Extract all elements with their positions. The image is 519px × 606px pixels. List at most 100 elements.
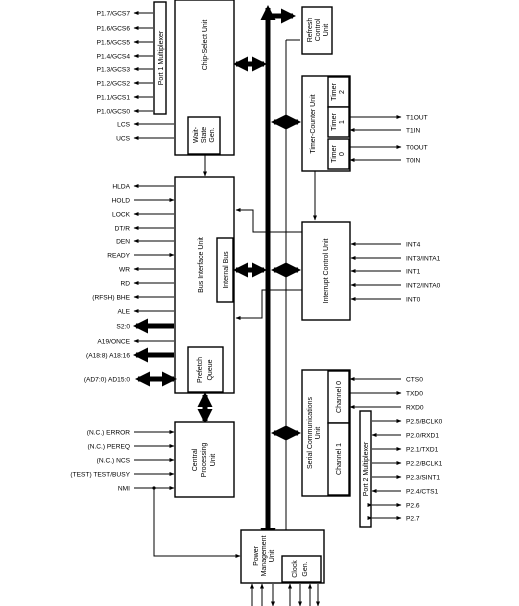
signal--rfsh-bhe: (RFSH) BHE <box>92 294 130 301</box>
port1-multiplexer: Port 1 Multiplexer <box>153 1 167 115</box>
signal-t1out: T1OUT <box>406 114 428 121</box>
signal-den: DEN <box>116 238 130 245</box>
interrupt-control-unit: Interrupt Control Unit <box>301 221 351 321</box>
signal-p2-1-txd1: P2.1/TXD1 <box>406 446 439 453</box>
signal-txd0: TXD0 <box>406 390 423 397</box>
signal-p1-5-gcs5: P1.5/GCS5 <box>97 39 131 46</box>
signal-int4: INT4 <box>406 241 421 248</box>
internal-bus-block: Internal Bus <box>216 237 234 303</box>
signal-labels: P1.7/GCS7P1.6/GCS6P1.5/GCS5P1.4/GCS4P1.3… <box>70 10 442 522</box>
serial-channel-1: Channel 1 <box>327 422 350 496</box>
signal-p2-4-cts1: P2.4/CTS1 <box>406 488 439 495</box>
port2-mux-label: Port 2 Multiplexer <box>363 441 370 496</box>
signal-t0in: T0IN <box>406 157 421 164</box>
internal-bus-label: Internal Bus <box>223 251 230 289</box>
timer0-line1: Timer <box>331 145 338 163</box>
cpu-line3: Unit <box>210 454 217 467</box>
channel0-label: Channel 0 <box>336 381 343 413</box>
signal-int1: INT1 <box>406 268 421 275</box>
port2-multiplexer: Port 2 Multiplexer <box>359 410 372 528</box>
wait-state-line3: Gen. <box>209 127 216 142</box>
signal--a18-8-a18-16: (A18:8) A18:16 <box>86 352 130 359</box>
signal--ad7-0-ad15-0: (AD7:0) AD15:0 <box>84 376 131 383</box>
refresh-control-unit: Refresh Control Unit <box>301 6 333 55</box>
signal-p2-3-sint1: P2.3/SINT1 <box>406 474 440 481</box>
timer-1: Timer 1 <box>327 106 350 138</box>
power-line2: Management <box>261 536 268 577</box>
signal-nmi: NMI <box>118 485 130 492</box>
signal-int0: INT0 <box>406 296 421 303</box>
signal-p2-7: P2.7 <box>406 515 420 522</box>
wait-state-generator: Wait- State Gen. <box>187 116 221 155</box>
signal-s2-0: S2:0 <box>116 323 130 330</box>
wait-state-line1: Wait- <box>193 126 200 143</box>
prefetch-queue: Prefetch Queue <box>187 346 224 393</box>
signal-p1-3-gcs3: P1.3/GCS3 <box>97 66 131 73</box>
signal-cts0: CTS0 <box>406 376 423 383</box>
serial-channel-0: Channel 0 <box>327 370 350 424</box>
bus-interface-label: Bus Interface Unit <box>198 237 205 293</box>
central-processing-unit: Central Processing Unit <box>174 421 235 498</box>
refresh-line3: Unit <box>323 24 330 37</box>
timer2-line1: Timer <box>331 83 338 101</box>
signal-p1-1-gcs1: P1.1/GCS1 <box>97 94 131 101</box>
channel1-label: Channel 1 <box>336 443 343 475</box>
timer1-line2: 1 <box>339 120 346 124</box>
signal-hlda: HLDA <box>112 183 130 190</box>
signal-int3-inta1: INT3/INTA1 <box>406 255 441 262</box>
internal-main-bus <box>260 4 300 543</box>
signal-wr: WR <box>119 266 130 273</box>
signal-ready: READY <box>107 252 130 259</box>
cpu-line1: Central <box>192 448 199 471</box>
signal-t0out: T0OUT <box>406 144 428 151</box>
signal-lcs: LCS <box>117 121 130 128</box>
signal--n-c-pereq: (N.C.) PEREQ <box>88 443 131 450</box>
signal--n-c-error: (N.C.) ERROR <box>87 429 130 436</box>
prefetch-line2: Queue <box>207 359 214 380</box>
port1-mux-label: Port 1 Multiplexer <box>158 30 165 85</box>
power-line1: Power <box>253 545 260 566</box>
interrupt-label: Interrupt Control Unit <box>323 238 330 303</box>
clock-line2: Gen. <box>302 561 309 576</box>
timer0-line2: 0 <box>339 152 346 156</box>
signal-p2-2-bclk1: P2.2/BCLK1 <box>406 460 443 467</box>
clock-generator: Clock Gen. <box>281 555 322 583</box>
signal-hold: HOLD <box>112 197 131 204</box>
signal-rd: RD <box>120 280 130 287</box>
signal-p1-2-gcs2: P1.2/GCS2 <box>97 80 131 87</box>
signal-dt-r: DT/R <box>115 225 131 232</box>
signal-p2-6: P2.6 <box>406 502 420 509</box>
cpu-line2: Processing <box>201 443 208 478</box>
clock-line1: Clock <box>292 560 299 578</box>
signal-p1-0-gcs0: P1.0/GCS0 <box>97 108 131 115</box>
prefetch-line1: Prefetch <box>197 357 204 383</box>
serial-line1: Serial Communications <box>307 397 314 469</box>
signal-lock: LOCK <box>112 211 131 218</box>
signal-ucs: UCS <box>116 135 131 142</box>
signal-p1-4-gcs4: P1.4/GCS4 <box>97 53 131 60</box>
refresh-line2: Control <box>315 18 322 41</box>
signal-int2-inta0: INT2/INTA0 <box>406 282 441 289</box>
signal--test-test-busy: (TEST) TEST/BUSY <box>70 471 130 478</box>
signal-a19-once: A19/ONCE <box>97 338 130 345</box>
chip-select-label: Chip-Select Unit <box>202 20 209 71</box>
timer2-line2: 2 <box>339 90 346 94</box>
timer-0: Timer 0 <box>327 138 350 170</box>
signal-t1in: T1IN <box>406 127 421 134</box>
refresh-line1: Refresh <box>307 18 314 43</box>
wait-state-line2: State <box>201 127 208 143</box>
signal-p1-6-gcs6: P1.6/GCS6 <box>97 25 131 32</box>
signal-p1-7-gcs7: P1.7/GCS7 <box>97 10 131 17</box>
signal-p2-0-rxd1: P2.0/RXD1 <box>406 432 439 439</box>
signal-ale: ALE <box>118 308 131 315</box>
timer-counter-label: Timer-Counter Unit <box>310 94 317 153</box>
signal--n-c-ncs: (N.C.) NCS <box>97 457 131 464</box>
power-line3: Unit <box>269 550 276 563</box>
signal-p2-5-bclk0: P2.5/BCLK0 <box>406 418 443 425</box>
serial-line2: Unit <box>315 427 322 440</box>
signal-rxd0: RXD0 <box>406 404 424 411</box>
timer1-line1: Timer <box>331 113 338 131</box>
power-pins <box>250 583 320 606</box>
timer-2: Timer 2 <box>327 76 350 108</box>
